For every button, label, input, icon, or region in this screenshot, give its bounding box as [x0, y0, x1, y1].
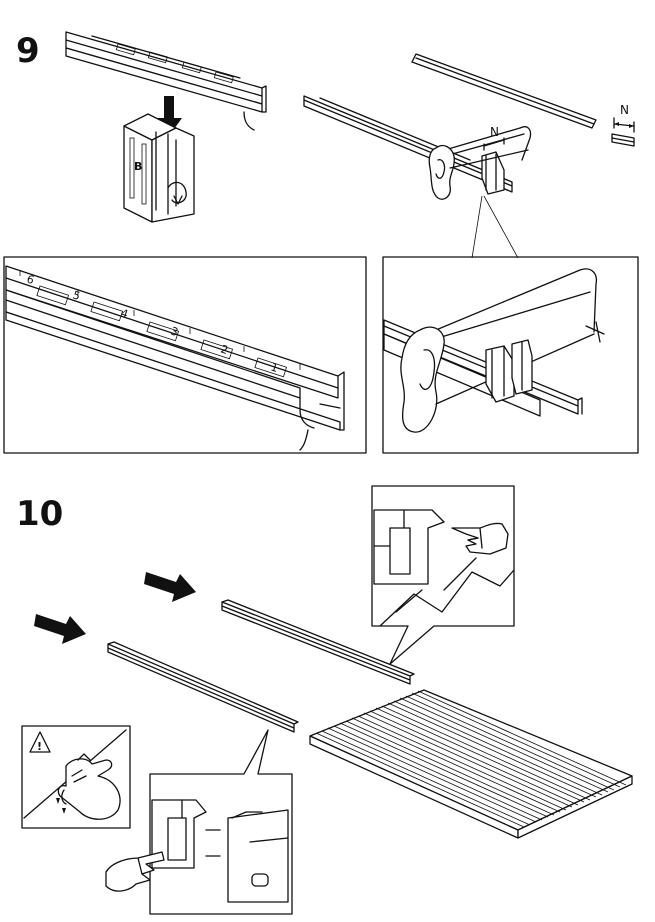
bottom-rail-step10	[107, 641, 299, 733]
top-rail-step10	[221, 599, 415, 685]
step-number-10: 10	[16, 494, 64, 534]
rail-fabric-detail	[371, 485, 515, 665]
scale-mark-3: 3	[169, 324, 180, 339]
rail-clip-detail	[105, 729, 293, 915]
scale-mark-4: 4	[119, 306, 130, 321]
arrow-right-icon	[34, 614, 86, 644]
rail-with-hacksaw: N	[303, 95, 532, 200]
cut-end-piece: N	[611, 103, 635, 147]
pleated-fabric	[309, 689, 633, 839]
pointing-hand-icon	[451, 522, 509, 555]
step-number-9: 9	[16, 31, 40, 71]
scale-mark-5: 5	[71, 288, 82, 303]
scale-mark-2: 2	[219, 342, 230, 357]
arrow-right-icon	[144, 572, 196, 602]
warning-box: !	[21, 725, 131, 829]
pointing-hand-icon	[105, 851, 165, 892]
scale-mark-1: 1	[269, 360, 280, 375]
rail-scale-detail: 6 5 4 3 2 1	[3, 256, 367, 454]
measure-label: N	[620, 103, 629, 117]
measure-label-saw: N	[490, 125, 499, 139]
bottom-rail-piece	[411, 53, 597, 129]
clip-letter: B	[134, 160, 142, 173]
saw-detail	[382, 256, 639, 454]
rail-top-left	[65, 31, 267, 131]
scale-mark-6: 6	[25, 272, 36, 287]
warning-symbol: !	[37, 740, 42, 753]
warning-triangle-icon: !	[29, 731, 51, 753]
clip-b: B	[123, 113, 195, 223]
